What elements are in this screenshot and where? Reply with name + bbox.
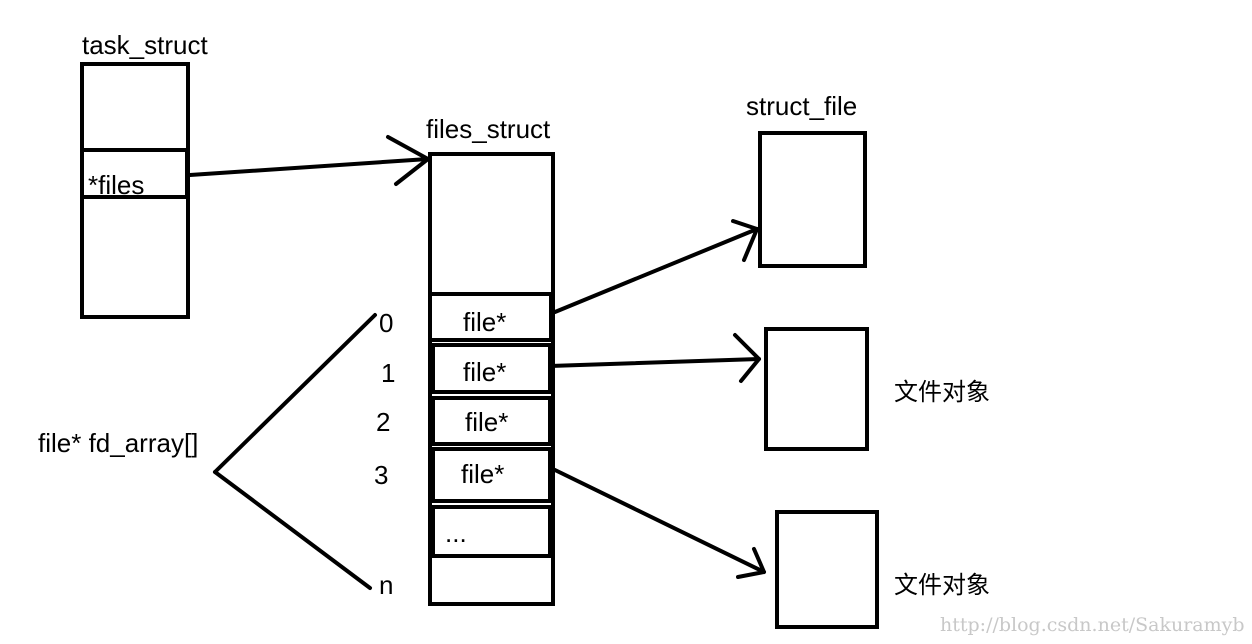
file-object-box-1 xyxy=(764,327,869,451)
fd-slot-1-label: file* xyxy=(463,357,507,387)
file-object-label-2: 文件对象 xyxy=(894,571,990,599)
task-struct-files-label: *files xyxy=(88,170,145,200)
fd-index-2: 2 xyxy=(376,407,391,437)
fd-index-3: 3 xyxy=(374,460,389,490)
arrow-files-to-files-struct xyxy=(188,157,430,177)
fd-index-1: 1 xyxy=(381,358,396,388)
fd-array-line-top xyxy=(213,313,377,474)
fd-slot-0 xyxy=(428,292,553,342)
fd-slot-ellipsis xyxy=(431,505,552,558)
fd-array-line-bottom xyxy=(213,470,372,590)
arrow-slot1-to-file-object-1 xyxy=(548,357,761,368)
arrowhead-file-object-2 xyxy=(736,547,766,579)
arrow-slot0-to-struct-file xyxy=(553,227,759,314)
task-struct-title: task_struct xyxy=(82,30,208,60)
file-object-label-1: 文件对象 xyxy=(894,378,990,406)
fd-slot-0-label: file* xyxy=(463,307,507,337)
arrowhead-struct-file xyxy=(731,219,759,262)
file-object-box-2 xyxy=(775,510,879,629)
struct-file-box xyxy=(758,131,867,268)
fd-slot-1 xyxy=(431,343,552,394)
fd-slot-2 xyxy=(431,396,552,446)
fd-index-n: n xyxy=(379,570,394,600)
files-struct-title: files_struct xyxy=(426,114,551,144)
fd-slot-3 xyxy=(431,447,552,503)
watermark-text: http://blog.csdn.net/Sakuramyb xyxy=(940,614,1245,636)
fd-slot-3-label: file* xyxy=(461,459,505,489)
fd-index-0: 0 xyxy=(379,308,394,338)
task-struct-files-field xyxy=(80,148,189,199)
fd-slot-2-label: file* xyxy=(465,407,509,437)
struct-file-title: struct_file xyxy=(746,91,858,121)
fd-array-label: file* fd_array[] xyxy=(38,428,199,458)
files-struct-box xyxy=(428,152,555,606)
fd-slot-ellipsis-label: ... xyxy=(445,518,467,548)
arrowhead-file-object-1 xyxy=(733,333,761,383)
arrow-slot3-to-file-object-2 xyxy=(553,468,766,574)
